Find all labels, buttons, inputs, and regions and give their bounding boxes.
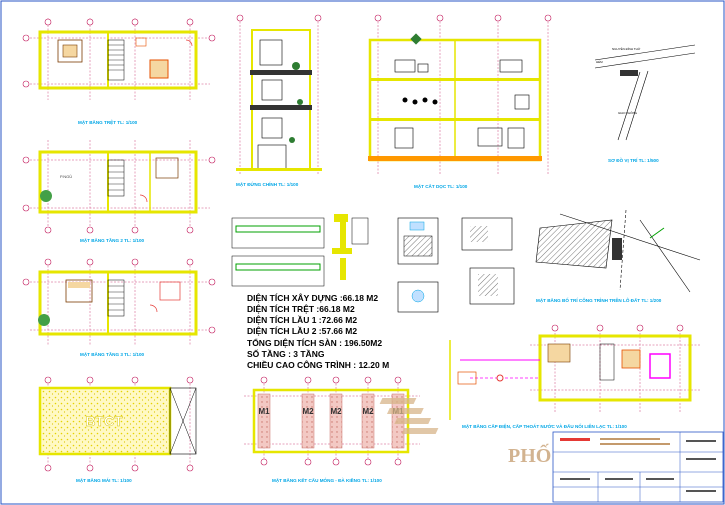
ground-floor-plan: MẶT BẰNG TRỆT TL: 1/100	[22, 18, 216, 125]
caption-floor3: MẶT BẰNG TẦNG 3 TL: 1/100	[80, 350, 145, 357]
title-block	[552, 431, 724, 503]
caption-elevation: MẶT ĐỨNG CHÍNH TL: 1/100	[236, 180, 299, 187]
footing-label-1: M1	[258, 407, 270, 416]
site-marker	[620, 70, 638, 76]
sanitary-details	[397, 217, 515, 313]
stat-line-7: CHIỀU CAO CÔNG TRÌNH : 12.20 M	[247, 359, 389, 370]
location-map: NGUYỄN ĐÌNH THỨ HẺM GIAO THÔNG SƠ ĐỒ VỊ …	[594, 44, 696, 163]
longitudinal-section: MẶT CẮT DỌC TL: 1/100	[368, 14, 552, 189]
floor2-plan: P.NGỦ MẶT BẰNG TẦNG 2 TL: 1/100	[22, 140, 216, 243]
street-label-top: NGUYỄN ĐÌNH THỨ	[612, 46, 641, 51]
site-plan: MẶT BẰNG BỐ TRÍ CÔNG TRÌNH TRÊN LÔ ĐẤT T…	[535, 209, 701, 303]
stat-line-2: DIỆN TÍCH TRỆT :66.18 M2	[247, 303, 355, 314]
floor3-plan: MẶT BẰNG TẦNG 3 TL: 1/100	[22, 258, 216, 357]
stat-line-4: DIỆN TÍCH LẦU 2 :57.66 M2	[247, 325, 357, 336]
caption-section: MẶT CẮT DỌC TL: 1/100	[414, 182, 468, 189]
caption-location: SƠ ĐỒ VỊ TRÍ TL: 1/500	[608, 156, 659, 163]
caption-ground-floor: MẶT BẰNG TRỆT TL: 1/100	[78, 118, 138, 125]
stat-line-3: DIỆN TÍCH LẦU 1 :72.66 M2	[247, 314, 357, 325]
caption-utility: MẶT BẰNG CẤP ĐIỆN, CẤP THOÁT NƯỚC VÀ ĐẤU…	[462, 422, 627, 429]
caption-roof: MẶT BẰNG MÁI TL: 1/100	[76, 476, 132, 483]
footing-label-3: M2	[330, 407, 342, 416]
beam-details	[231, 214, 369, 287]
street-label-bottom: GIAO THÔNG	[618, 110, 638, 115]
caption-floor2: MẶT BẰNG TẦNG 2 TL: 1/100	[80, 236, 145, 243]
utility-plan: MẶT BẰNG CẤP ĐIỆN, CẤP THOÁT NƯỚC VÀ ĐẤU…	[449, 324, 700, 429]
foundation-plan: M1 M2 M2 M2 M1 MẶT BẰNG KẾT CẤU MÓNG - Đ…	[244, 376, 420, 483]
stat-line-6: SỐ TẦNG : 3 TẦNG	[247, 348, 325, 359]
footing-label-4: M2	[362, 407, 374, 416]
roof-plan: BTCT MẶT BẰNG MÁI TL: 1/100	[38, 376, 197, 483]
street-label-left: HẺM	[596, 59, 603, 64]
area-statistics: DIỆN TÍCH XÂY DỰNG :66.18 M2 DIỆN TÍCH T…	[247, 292, 389, 370]
roof-label: BTCT	[85, 413, 123, 429]
svg-text:P.NGỦ: P.NGỦ	[60, 174, 72, 179]
footing-label-2: M2	[302, 407, 314, 416]
stat-line-1: DIỆN TÍCH XÂY DỰNG :66.18 M2	[247, 292, 378, 303]
caption-site-plan: MẶT BẰNG BỐ TRÍ CÔNG TRÌNH TRÊN LÔ ĐẤT T…	[536, 296, 662, 303]
stat-line-5: TỔNG DIỆN TÍCH SÀN : 196.50M2	[247, 337, 382, 348]
caption-foundation: MẶT BẰNG KẾT CẤU MÓNG - ĐÀ KIỀNG TL: 1/1…	[272, 476, 382, 483]
front-elevation: MẶT ĐỨNG CHÍNH TL: 1/100	[236, 14, 322, 187]
